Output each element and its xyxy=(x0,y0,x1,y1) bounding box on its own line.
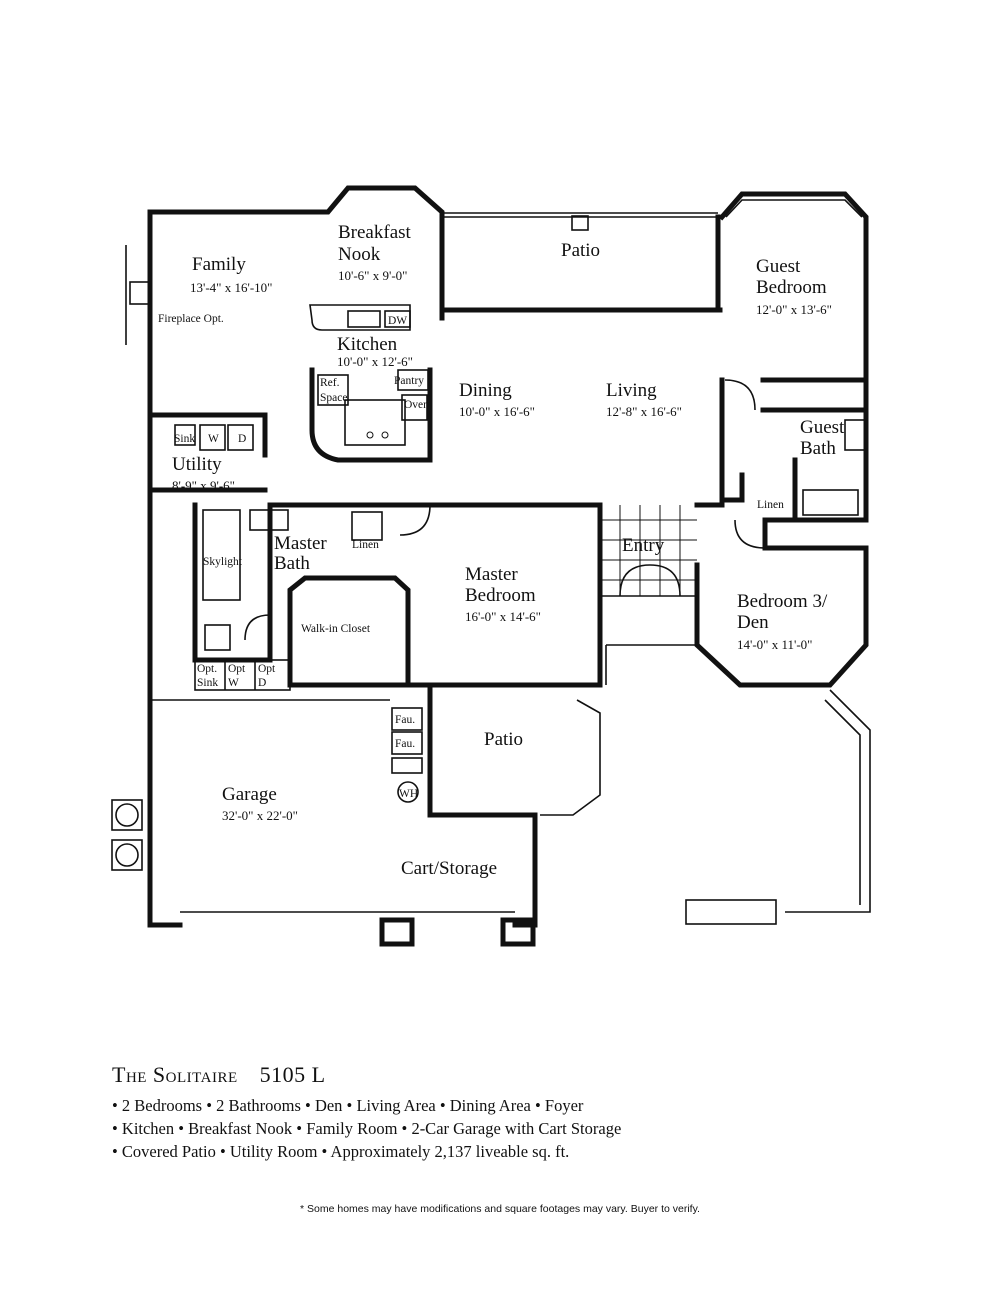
ref-label-2: Space xyxy=(320,392,347,404)
opt-sink-label-2: Sink xyxy=(197,677,218,689)
plan-name: The Solitaire xyxy=(112,1062,238,1087)
garage-size: 32'-0" x 22'-0" xyxy=(222,808,298,823)
bedroom3-size: 14'-0" x 11'-0" xyxy=(737,637,812,652)
sink-label: Sink xyxy=(174,433,195,445)
pantry-label: Pantry xyxy=(394,375,424,387)
fixture-labels: DW Ref. Space Pantry Oven Sink W D Linen… xyxy=(174,315,784,800)
opt-w-label-1: Opt xyxy=(228,663,246,675)
family-size: 13'-4" x 16'-10" xyxy=(190,280,272,295)
entry-label: Entry xyxy=(622,535,665,556)
plan-title: The Solitaire 5105 L xyxy=(112,1062,872,1088)
bedroom3-label-1: Bedroom 3/ xyxy=(737,591,828,612)
breakfast-nook-label-1: Breakfast xyxy=(338,222,412,243)
master-bath-label-1: Master xyxy=(274,533,327,554)
linen-master-label: Linen xyxy=(352,539,379,551)
master-bath-label-2: Bath xyxy=(274,553,310,574)
guest-bedroom-size: 12'-0" x 13'-6" xyxy=(756,302,832,317)
interior-details xyxy=(111,215,866,871)
ref-label-1: Ref. xyxy=(320,377,340,389)
skylight-label: Skylight xyxy=(203,556,243,568)
guest-bath-label-1: Guest xyxy=(800,417,845,438)
breakfast-nook-size: 10'-6" x 9'-0" xyxy=(338,268,407,283)
plan-model: 5105 L xyxy=(259,1062,326,1087)
opt-sink-label-1: Opt. xyxy=(197,663,217,675)
walk-in-closet-label: Walk-in Closet xyxy=(301,623,371,635)
opt-w-label-2: W xyxy=(228,677,239,689)
oven-label: Oven xyxy=(404,399,429,411)
garage-label: Garage xyxy=(222,784,277,805)
opt-d-label-1: Opt xyxy=(258,663,276,675)
features-line-2: • Kitchen • Breakfast Nook • Family Room… xyxy=(112,1119,622,1138)
patio-front-label: Patio xyxy=(484,729,523,750)
washer-label: W xyxy=(208,433,219,445)
patio-rear-label: Patio xyxy=(561,240,600,261)
family-label: Family xyxy=(192,254,246,275)
guest-bath-label-2: Bath xyxy=(800,438,836,459)
fau1-label: Fau. xyxy=(395,714,415,726)
cart-storage-label: Cart/Storage xyxy=(401,858,497,879)
kitchen-label: Kitchen xyxy=(337,334,398,355)
kitchen-size: 10'-0" x 12'-6" xyxy=(337,354,413,369)
master-bedroom-label-2: Bedroom xyxy=(465,585,536,606)
breakfast-nook-label-2: Nook xyxy=(338,244,381,265)
master-bedroom-size: 16'-0" x 14'-6" xyxy=(465,609,541,624)
living-size: 12'-8" x 16'-6" xyxy=(606,404,682,419)
room-labels: Family 13'-4" x 16'-10" Fireplace Opt. B… xyxy=(158,222,845,879)
guest-bedroom-label-1: Guest xyxy=(756,256,801,277)
utility-size: 8'-9" x 9'-6" xyxy=(172,478,235,493)
utility-label: Utility xyxy=(172,454,222,475)
dining-size: 10'-0" x 16'-6" xyxy=(459,404,535,419)
features-line-3: • Covered Patio • Utility Room • Approxi… xyxy=(112,1142,570,1161)
wh-label: WH xyxy=(399,788,418,800)
living-label: Living xyxy=(606,380,657,401)
features-line-1: • 2 Bedrooms • 2 Bathrooms • Den • Livin… xyxy=(112,1096,584,1115)
dryer-label: D xyxy=(238,433,246,445)
fireplace-label: Fireplace Opt. xyxy=(158,313,224,325)
dining-label: Dining xyxy=(459,380,512,401)
fau2-label: Fau. xyxy=(395,738,415,750)
dw-label: DW xyxy=(388,315,407,327)
title-block: The Solitaire 5105 L • 2 Bedrooms • 2 Bat… xyxy=(112,1062,872,1163)
disclaimer: * Some homes may have modifications and … xyxy=(300,1203,700,1215)
exterior-walls xyxy=(147,185,871,947)
master-bedroom-label-1: Master xyxy=(465,564,518,585)
linen-hall-label: Linen xyxy=(757,499,784,511)
guest-bedroom-label-2: Bedroom xyxy=(756,277,827,298)
opt-d-label-2: D xyxy=(258,677,266,689)
bedroom3-label-2: Den xyxy=(737,612,769,633)
